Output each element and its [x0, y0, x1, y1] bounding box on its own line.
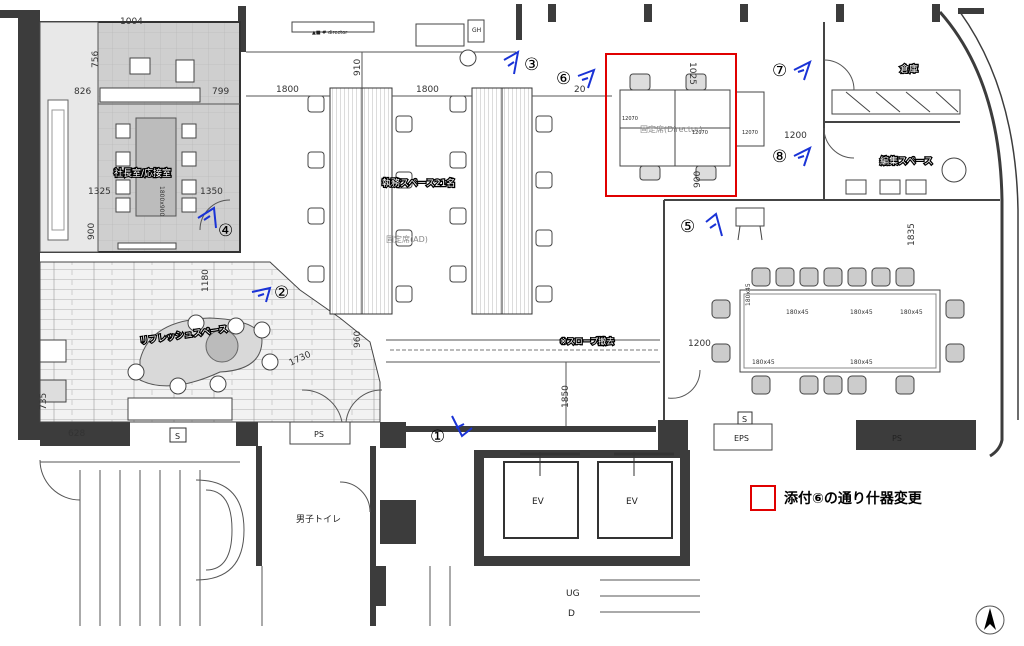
- viewpoint-7-label: ⑦: [772, 61, 787, 81]
- dim-1325: 1325: [88, 187, 111, 197]
- meeting-room: [667, 207, 965, 451]
- viewpoint-2-label: ②: [274, 283, 289, 303]
- elevator-core: [503, 362, 674, 539]
- legend: 添付⑥の通り什器変更: [750, 485, 922, 511]
- table-size-2: 180x45: [786, 309, 809, 316]
- ug-label: UG: [566, 589, 580, 599]
- dim-20: 20: [574, 85, 586, 95]
- director-highlight-box: [605, 53, 737, 197]
- viewpoint-6-label: ⑥: [556, 69, 571, 89]
- ps-label-2: PS: [892, 434, 902, 443]
- gh-label: GH: [472, 27, 481, 34]
- viewpoint-1-label: ①: [430, 427, 445, 447]
- dim-1850: 1850: [561, 385, 571, 408]
- dim-826: 826: [74, 87, 91, 97]
- president-room: [39, 21, 241, 253]
- dim-1200a: 1200: [784, 131, 807, 141]
- dim-900b: 900: [693, 171, 703, 188]
- legend-swatch: [750, 485, 776, 511]
- eye-icon-8: [793, 146, 812, 167]
- viewpoint-3-label: ③: [524, 55, 539, 75]
- table-size-3: 180x45: [850, 309, 873, 316]
- dim-1200b: 1200: [688, 339, 711, 349]
- director-small-label: ▲■ # director: [312, 30, 348, 36]
- room-label-mens-toilet: 男子トイレ: [296, 514, 341, 525]
- curved-facade: [938, 11, 1004, 458]
- dim-799: 799: [212, 87, 229, 97]
- dim-1800b: 1800: [416, 85, 439, 95]
- work-space: [246, 19, 660, 363]
- dim-756: 756: [91, 51, 101, 68]
- eye-icon-4: [197, 206, 217, 229]
- ps-label-1: PS: [314, 430, 324, 439]
- viewpoint-5-label: ⑤: [680, 217, 695, 237]
- room-label-work: 執務スペース21名: [382, 177, 455, 189]
- dim-1180: 1180: [201, 269, 211, 292]
- dim-910: 910: [353, 59, 363, 76]
- dim-1800a: 1800: [276, 85, 299, 95]
- dim-1800x900: 1800x900: [158, 186, 165, 216]
- dim-735: 735: [39, 393, 49, 410]
- eps-label: EPS: [734, 434, 749, 443]
- table-size-5: 180x45: [752, 359, 775, 366]
- eye-icon-6: [577, 68, 596, 89]
- slope-note: ※スロープ撤去: [560, 336, 614, 346]
- director-area: [605, 53, 765, 197]
- s-label-1: S: [175, 432, 180, 441]
- desk-12070-3: 12070: [742, 130, 758, 136]
- s-label-2: S: [742, 415, 747, 424]
- right-rooms: [663, 22, 1000, 420]
- refresh-space: [39, 261, 383, 445]
- eye-icon-7: [793, 60, 812, 81]
- viewpoint-8-label: ⑧: [772, 147, 787, 167]
- room-label-fixed-ad: 固定席(AD): [386, 234, 428, 244]
- north-arrow-icon: [975, 605, 1005, 635]
- dim-960: 960: [353, 331, 363, 348]
- viewpoint-4-label: ④: [218, 221, 233, 241]
- dim-1004: 1004: [120, 17, 143, 27]
- room-label-warehouse: 倉庫: [900, 63, 918, 75]
- room-label-editing: 編集スペース: [880, 155, 933, 167]
- table-size-4: 180x45: [900, 309, 923, 316]
- dim-628: 628: [68, 429, 85, 439]
- room-label-president: 社長室/応接室: [114, 167, 171, 179]
- stairs: [39, 459, 700, 626]
- dim-1350: 1350: [200, 187, 223, 197]
- eye-icon-5: [705, 212, 723, 237]
- eye-icon-3: [503, 50, 520, 75]
- dim-1835: 1835: [907, 223, 917, 246]
- room-label-director: 固定席(Director): [640, 124, 702, 134]
- building-walls: [0, 4, 984, 626]
- ev-label-1: EV: [532, 497, 545, 507]
- dim-1025: 1025: [687, 62, 697, 85]
- table-size-6: 180x45: [850, 359, 873, 366]
- eye-icon-2: [251, 286, 272, 303]
- eye-icon-1: [451, 415, 473, 438]
- d-label: D: [568, 609, 575, 619]
- dim-900a: 900: [87, 223, 97, 240]
- desk-12070-1: 12070: [622, 116, 638, 122]
- ev-label-2: EV: [626, 497, 639, 507]
- table-size-1: 180x45: [745, 283, 752, 306]
- legend-label: 添付⑥の通り什器変更: [784, 491, 922, 507]
- desk-12070-2: 12070: [692, 130, 708, 136]
